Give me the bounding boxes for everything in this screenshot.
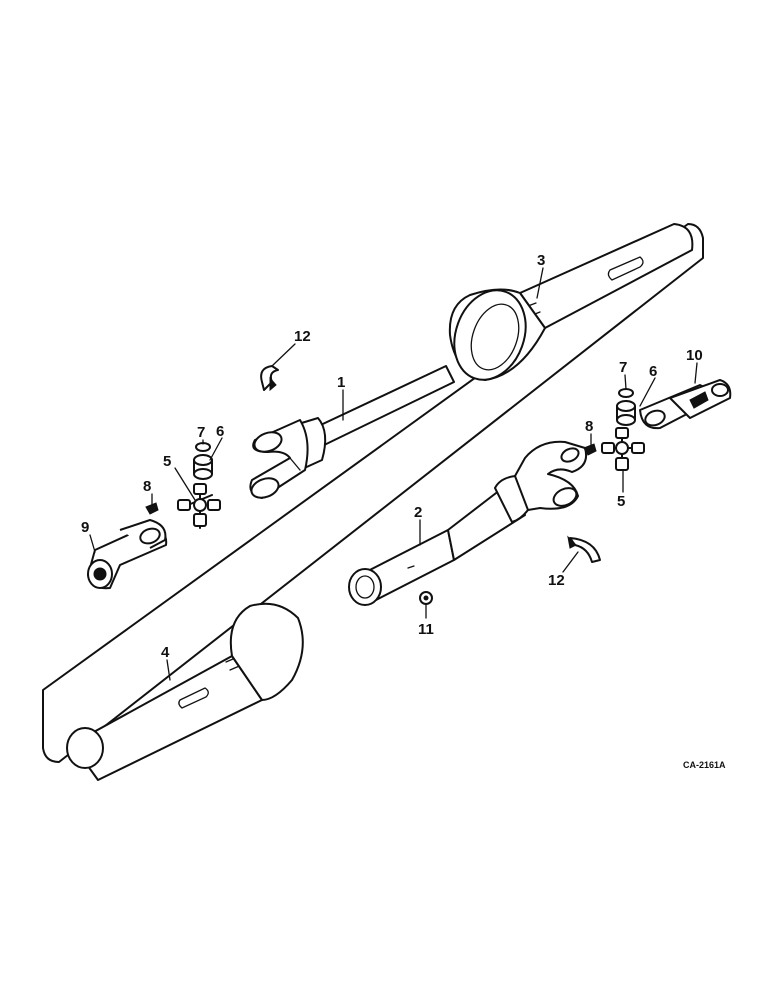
callout-part-5-left: 5 xyxy=(163,453,171,470)
bearing-cup-right xyxy=(616,400,636,426)
cross-and-bearing-right xyxy=(601,427,645,471)
callout-part-9: 9 xyxy=(81,519,89,536)
callout-part-8-left: 8 xyxy=(143,478,151,495)
callout-part-12-lower: 12 xyxy=(548,572,565,589)
lube-fitting-left xyxy=(145,502,159,515)
callout-part-12-upper: 12 xyxy=(294,328,311,345)
callout-part-7-left: 7 xyxy=(197,424,205,441)
callout-part-5-right: 5 xyxy=(617,493,625,510)
callout-part-3: 3 xyxy=(537,252,545,269)
outer-guard-tube-lower xyxy=(66,602,304,781)
callout-part-1: 1 xyxy=(337,374,345,391)
snap-ring-right xyxy=(618,388,634,398)
callout-part-11: 11 xyxy=(418,621,434,638)
callout-part-2: 2 xyxy=(414,504,422,521)
snap-clip-upper xyxy=(260,365,279,392)
callout-part-6-right: 6 xyxy=(649,363,657,380)
bearing-cup-left xyxy=(193,454,213,480)
callout-part-8-right: 8 xyxy=(585,418,593,435)
drawing-code: CA-2161A xyxy=(683,760,726,770)
callout-part-10: 10 xyxy=(686,347,703,364)
yoke-end-fitting xyxy=(639,379,732,430)
callout-part-6-left: 6 xyxy=(216,423,224,440)
callout-part-4: 4 xyxy=(161,644,170,661)
shaft-with-yoke xyxy=(249,365,455,499)
splined-yoke xyxy=(87,519,168,590)
snap-clip-lower xyxy=(567,535,601,563)
background-plate xyxy=(42,223,704,763)
outer-guard-tube-upper xyxy=(448,223,694,381)
callout-part-7-right: 7 xyxy=(619,359,627,376)
leader-lines xyxy=(89,267,698,681)
cross-and-bearing-left xyxy=(177,483,221,529)
grease-fitting xyxy=(419,591,433,605)
inner-shaft-with-yoke xyxy=(348,440,588,606)
